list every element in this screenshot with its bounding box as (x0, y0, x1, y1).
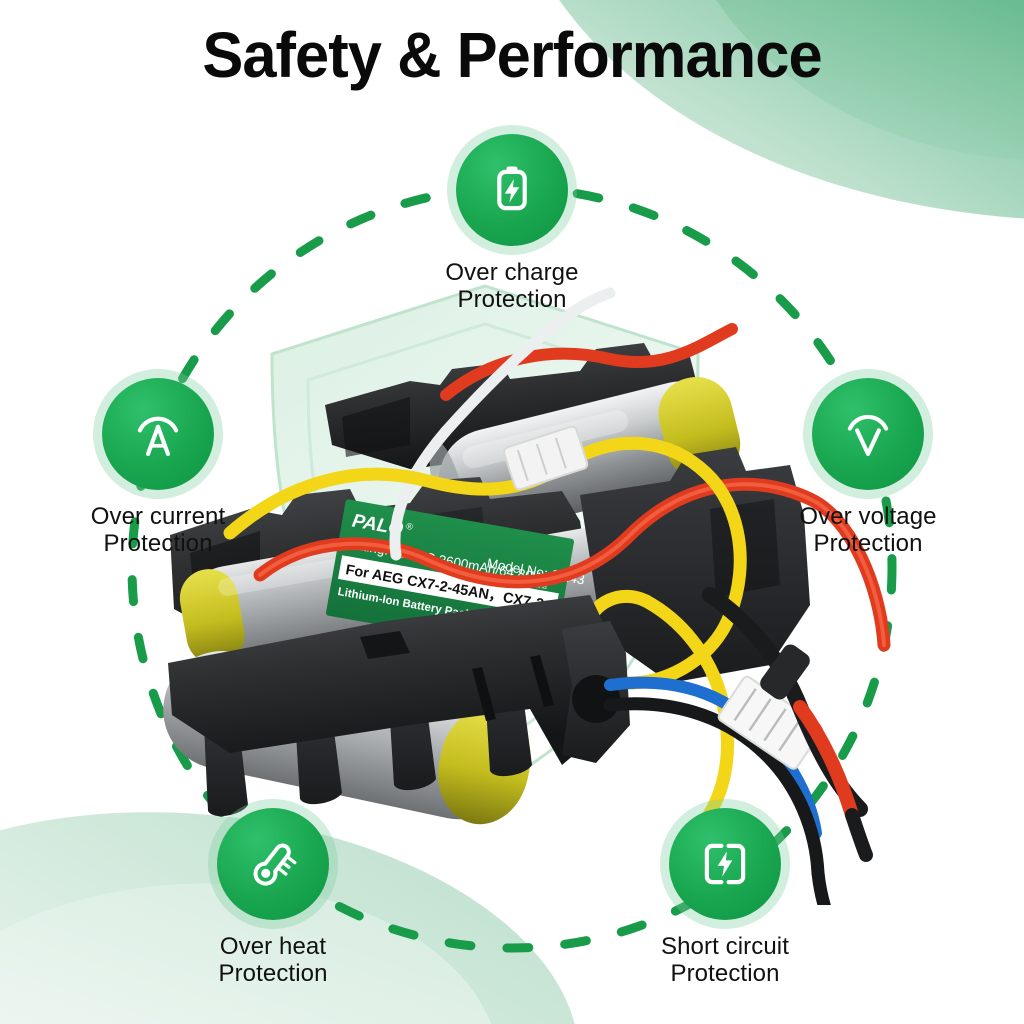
badge-label: Over charge Protection (407, 259, 617, 314)
svg-text:®: ® (405, 521, 414, 532)
badge-over-heat[interactable]: Over heat Protection (168, 808, 378, 988)
badge-label: Over heat Protection (168, 933, 378, 988)
dashed-circle (127, 183, 897, 953)
badge-label-line2: Protection (103, 530, 213, 558)
badge-label: Short circuit Protection (620, 933, 830, 988)
badge-icon-disc (669, 808, 781, 920)
badge-icon-disc (102, 378, 214, 490)
badge-label-line1: Short circuit (660, 933, 789, 960)
badge-over-charge[interactable]: Over charge Protection (407, 134, 617, 314)
badge-label-line1: Over heat (219, 933, 327, 960)
badge-label-line2: Protection (813, 530, 923, 558)
page-title: Safety & Performance (202, 19, 822, 91)
badge-label-line1: Over current (90, 503, 226, 530)
badge-icon-disc (217, 808, 329, 920)
badge-label-line2: Protection (670, 960, 780, 988)
badge-short-circuit[interactable]: Short circuit Protection (620, 808, 830, 988)
badge-over-current[interactable]: Over current Protection (53, 378, 263, 558)
badge-label: Over voltage Protection (763, 503, 973, 558)
badge-label: Over current Protection (53, 503, 263, 558)
volt-arc-icon (847, 414, 889, 457)
badge-label-line1: Over voltage (799, 503, 937, 530)
ampere-arc-icon (137, 416, 179, 457)
thermometer-icon (253, 843, 297, 886)
badge-icon-disc (812, 378, 924, 490)
battery-pack-product-image: PALO ® Rating: 18VDC 3600mAh/64.80Wh For… (163, 287, 891, 905)
short-circuit-bolt-icon (704, 843, 746, 885)
badge-label-line1: Over charge (445, 259, 579, 286)
battery-bolt-icon (497, 166, 527, 211)
badge-label-line2: Protection (218, 960, 328, 988)
badge-label-line2: Protection (457, 286, 567, 314)
badge-icon-disc (456, 134, 568, 246)
badge-over-voltage[interactable]: Over voltage Protection (763, 378, 973, 558)
